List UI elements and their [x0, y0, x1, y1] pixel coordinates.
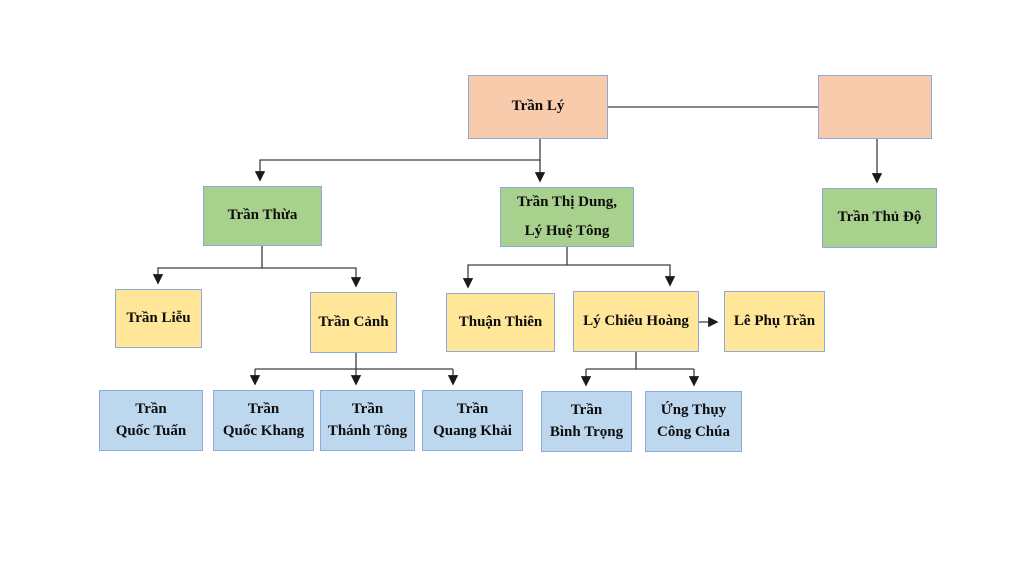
- node-le-phu-tran: Lê Phụ Trần: [724, 291, 825, 352]
- edge-trancanh-rail: [255, 353, 453, 370]
- node-spouse-unnamed: [818, 75, 932, 139]
- node-tran-lieu: Trần Liễu: [115, 289, 202, 348]
- node-ung-thuy-cong-chua: Ứng Thụy Công Chúa: [645, 391, 742, 452]
- node-tran-thi-dung-ly-hue-tong: Trần Thị Dung, Lý Huệ Tông: [500, 187, 634, 247]
- edge-lch-rail: [586, 352, 694, 370]
- node-tran-thanh-tong: Trần Thánh Tông: [320, 390, 415, 451]
- node-tran-quoc-tuan: Trần Quốc Tuấn: [99, 390, 203, 451]
- node-tran-thua: Trần Thừa: [203, 186, 322, 246]
- node-tran-binh-trong: Trần Bình Trọng: [541, 391, 632, 452]
- node-tran-ly: Trần Lý: [468, 75, 608, 139]
- node-tran-thu-do: Trần Thủ Độ: [822, 188, 937, 248]
- node-ly-chieu-hoang: Lý Chiêu Hoàng: [573, 291, 699, 352]
- edge-tranthua-trancanh: [262, 267, 362, 288]
- node-tran-canh: Trần Cảnh: [310, 292, 397, 353]
- node-tran-quoc-khang: Trần Quốc Khang: [213, 390, 314, 451]
- node-tran-quang-khai: Trần Quang Khải: [422, 390, 523, 451]
- node-thuan-thien: Thuận Thiên: [446, 293, 555, 352]
- edge-dung-lychieuhoang: [567, 264, 676, 287]
- edge-dung-thuanthien: [462, 247, 568, 289]
- edge-tranthua-tranlieu: [152, 246, 263, 285]
- edge-tranly-tranthua: [254, 139, 541, 182]
